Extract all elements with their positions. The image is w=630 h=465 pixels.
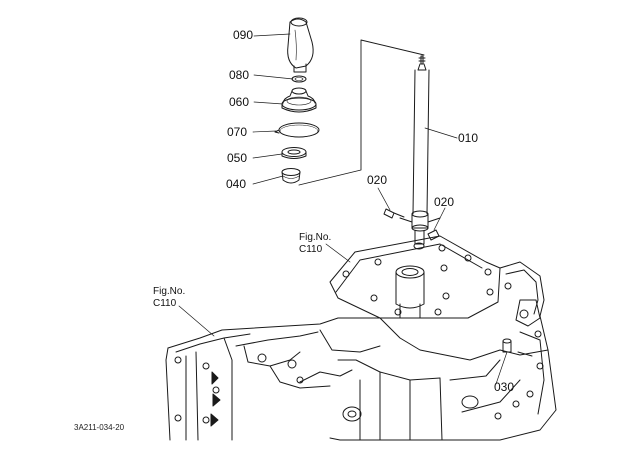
leader-lines bbox=[178, 33, 508, 385]
part-label-010: 010 bbox=[458, 131, 479, 145]
part-label-050: 050 bbox=[227, 151, 248, 165]
spring-ring bbox=[274, 122, 320, 138]
fig-ref-lower-line2: C110 bbox=[153, 298, 177, 309]
cover-plate bbox=[329, 235, 501, 319]
snap-ring bbox=[291, 75, 307, 83]
shift-knob bbox=[287, 17, 314, 73]
part-label-070: 070 bbox=[227, 125, 248, 139]
part-label-020-right: 020 bbox=[434, 195, 455, 209]
part-label-020-left: 020 bbox=[367, 173, 388, 187]
fig-ref-upper: Fig.No. C110 bbox=[299, 232, 331, 256]
part-label-040: 040 bbox=[226, 177, 247, 191]
fig-ref-lower: Fig.No. C110 bbox=[153, 286, 185, 310]
right-housing bbox=[499, 261, 549, 415]
fig-ref-upper-line2: C110 bbox=[299, 244, 323, 255]
shift-lever bbox=[399, 55, 441, 250]
bushing bbox=[281, 168, 301, 184]
part-label-060: 060 bbox=[229, 95, 250, 109]
part-label-080: 080 bbox=[229, 68, 250, 82]
shift-boot bbox=[281, 87, 317, 113]
assembly-line bbox=[298, 39, 425, 186]
drawing-code: 3A211-034-20 bbox=[74, 423, 125, 432]
stud-bolt bbox=[502, 338, 512, 353]
washer bbox=[281, 147, 307, 159]
fig-ref-upper-line1: Fig.No. bbox=[299, 232, 332, 243]
transmission-case bbox=[165, 317, 557, 441]
part-label-090: 090 bbox=[233, 28, 254, 42]
part-label-030: 030 bbox=[494, 380, 515, 394]
fig-ref-lower-line1: Fig.No. bbox=[153, 286, 186, 297]
